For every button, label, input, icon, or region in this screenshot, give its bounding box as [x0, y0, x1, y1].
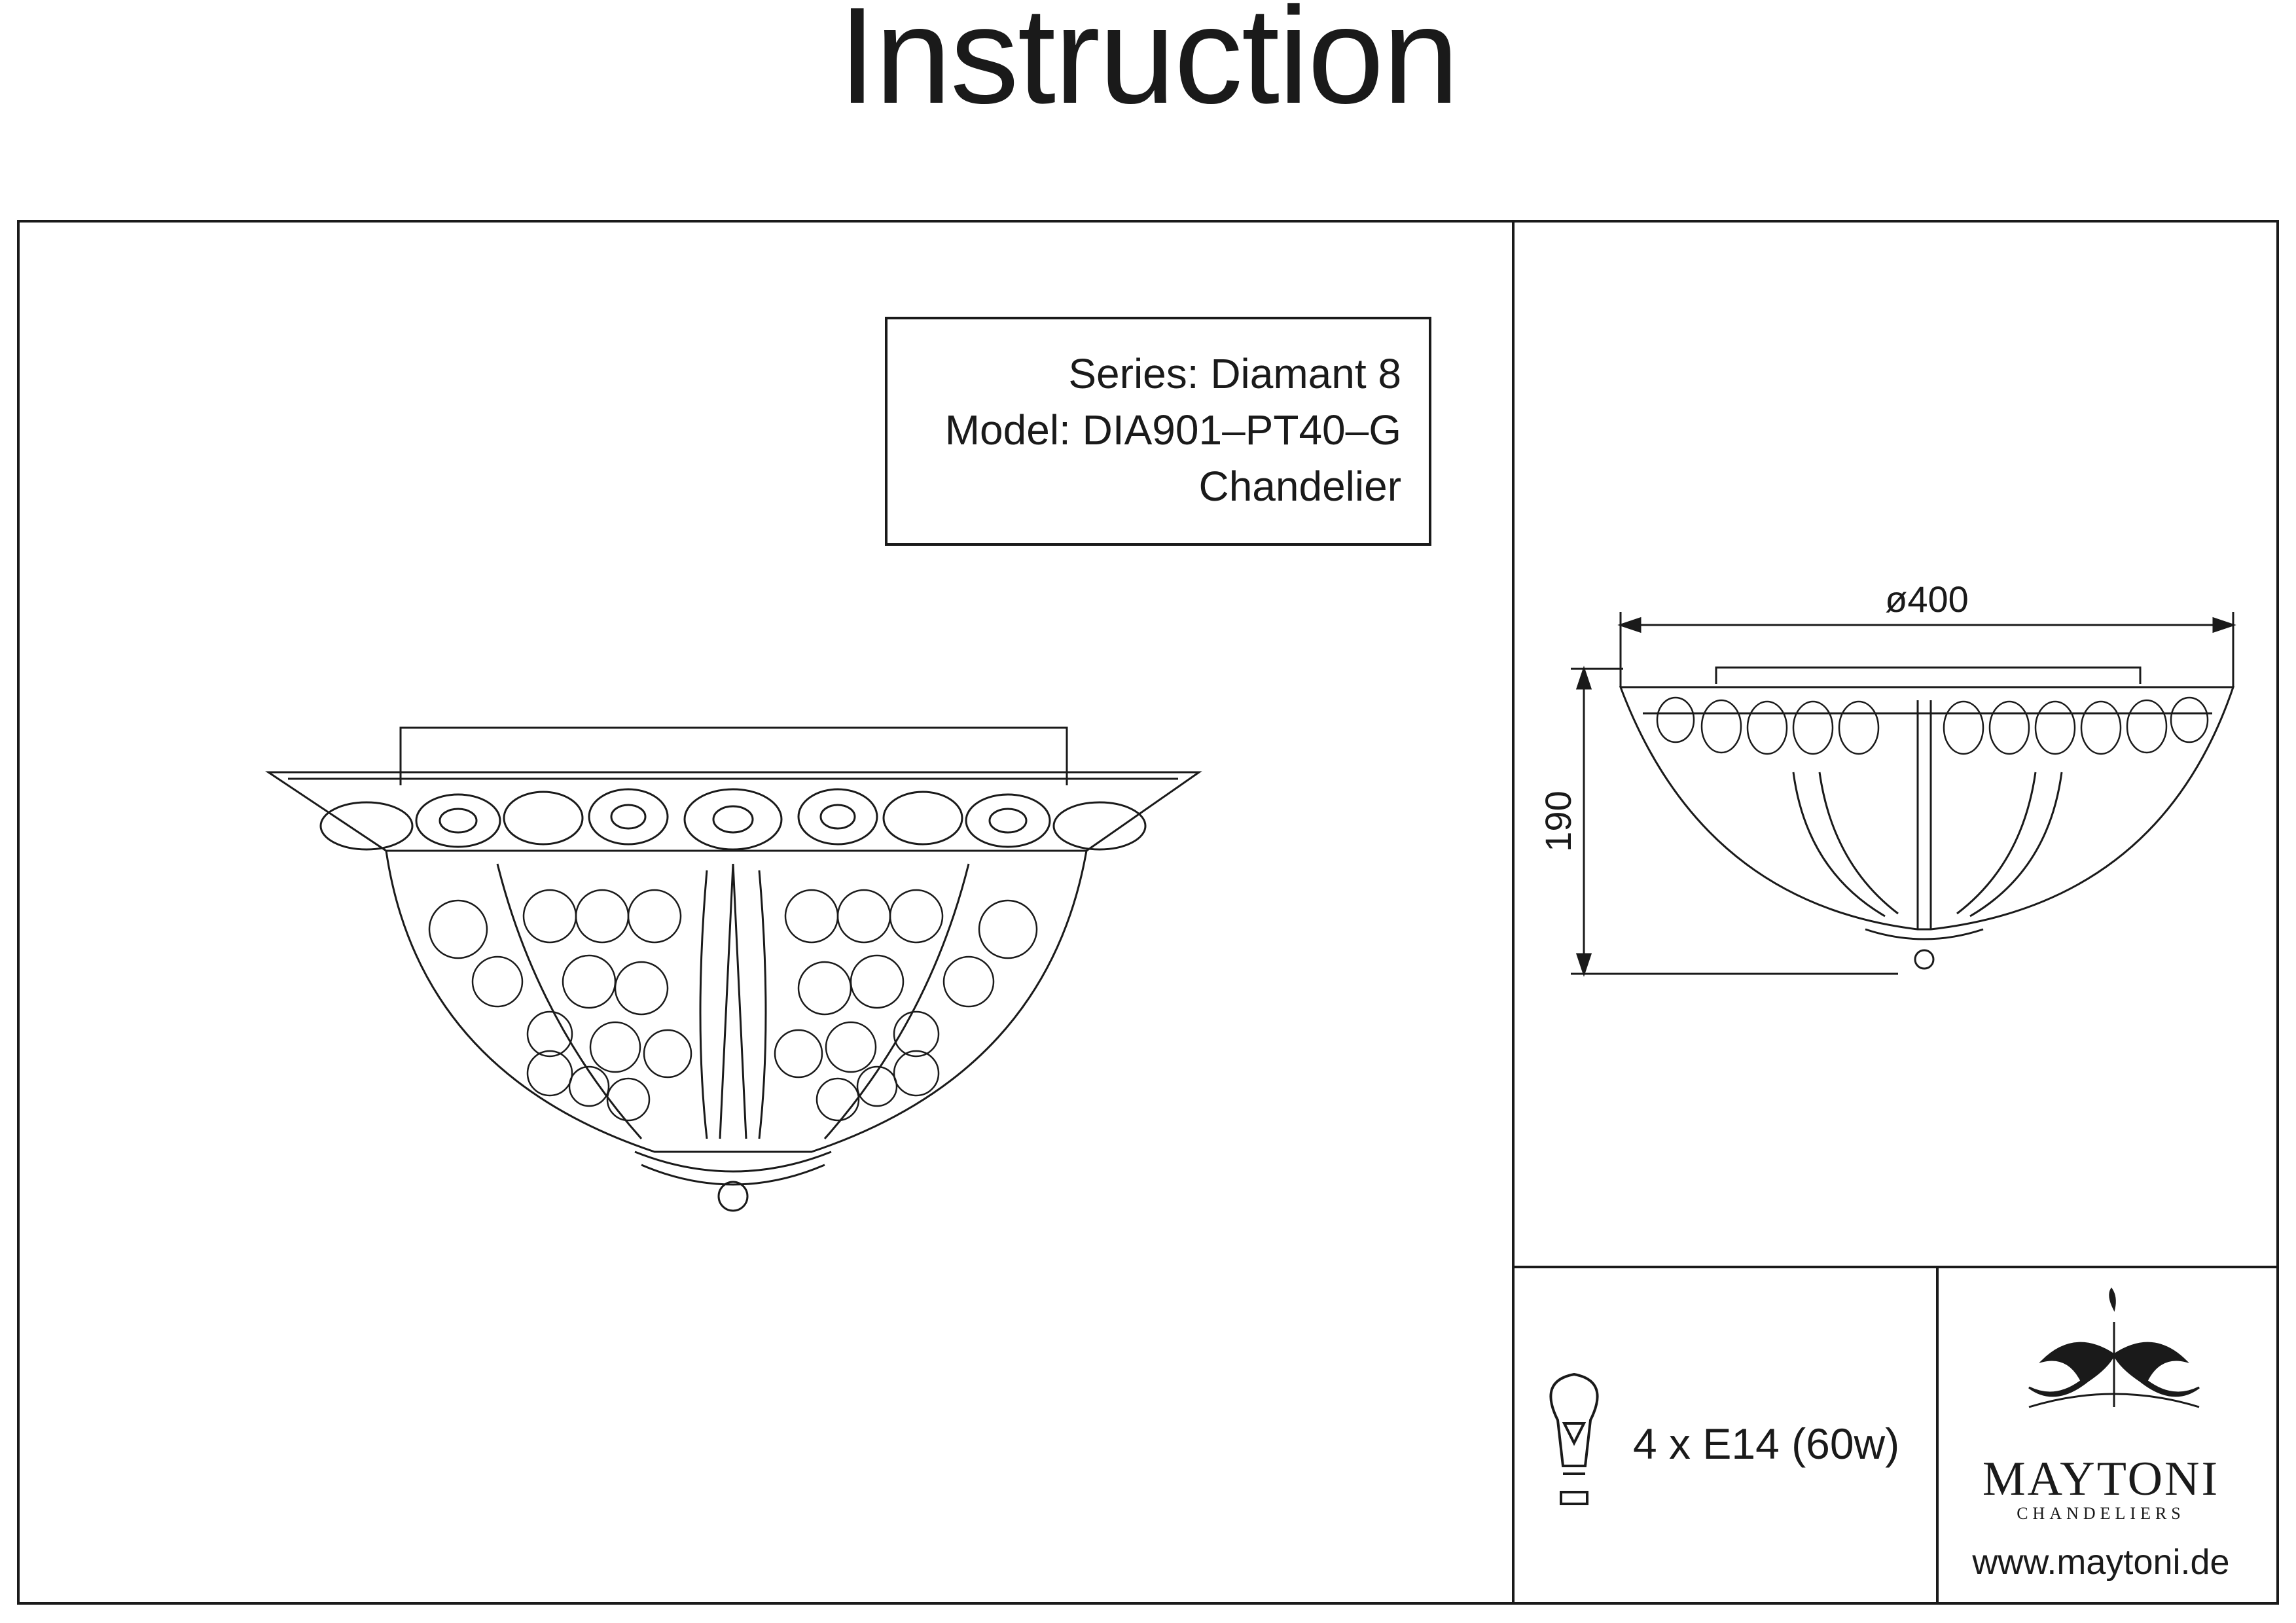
- product-type-label: Chandelier: [1198, 463, 1401, 510]
- bowl-body: [385, 850, 1088, 1153]
- frame-divider-horizontal: [1512, 1266, 2279, 1268]
- brand-name: MAYTONI: [1982, 1452, 2220, 1506]
- side-elevation: [1571, 612, 2236, 977]
- flared-rim: [265, 771, 1202, 852]
- ornamental-fleur-logo: [2028, 1287, 2200, 1408]
- series-label: Series: Diamant 8: [1068, 350, 1401, 397]
- finial: [717, 1181, 749, 1212]
- frame-divider-vertical: [1512, 220, 1515, 1605]
- document-title: Instruction: [838, 0, 1460, 132]
- product-info-box: Series: Diamant 8 Model: DIA901–PT40–G C…: [885, 317, 1431, 546]
- diameter-label: ø400: [1885, 579, 1969, 620]
- frame-divider-bottom: [1936, 1266, 1939, 1605]
- bottom-bead-ring: [634, 1150, 832, 1173]
- rim-scallops: [319, 788, 1147, 851]
- height-label: 190: [1537, 791, 1579, 851]
- brand-subtitle: CHANDELIERS: [2017, 1504, 2185, 1523]
- canopy-plate: [399, 726, 1068, 785]
- crystal-pattern: [428, 889, 1038, 1122]
- model-label: Model: DIA901–PT40–G: [944, 406, 1401, 454]
- lamp-spec: 4 x E14 (60w): [1633, 1419, 1900, 1468]
- light-bulb-icon: [1549, 1372, 1599, 1505]
- brand-website: www.maytoni.de: [1972, 1543, 2230, 1582]
- drawing-frame: [17, 220, 2279, 1605]
